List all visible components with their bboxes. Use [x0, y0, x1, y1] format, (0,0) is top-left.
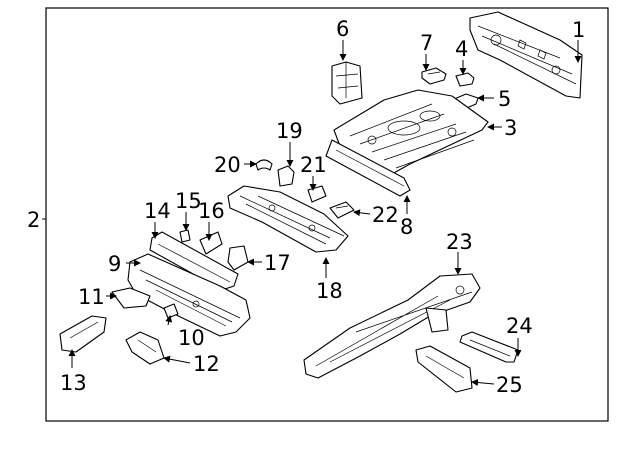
callout-13: 13	[60, 371, 87, 395]
part-12-bracket	[125, 331, 165, 365]
callout-15: 15	[175, 189, 202, 213]
callout-1: 1	[572, 18, 585, 42]
callout-4: 4	[455, 37, 468, 61]
part-13-extension	[59, 315, 107, 353]
part-20-clip	[255, 159, 273, 171]
part-18-center-floor	[227, 185, 349, 253]
callout-5: 5	[498, 87, 511, 111]
callout-14: 14	[144, 199, 171, 223]
diagram-frame	[45, 7, 609, 422]
callout-21: 21	[300, 153, 327, 177]
part-7-bracket	[421, 67, 447, 85]
part-4-bracket	[455, 72, 475, 87]
callout-20: 20	[214, 153, 241, 177]
callout-23: 23	[446, 230, 473, 254]
callout-12: 12	[193, 352, 220, 376]
callout-18: 18	[316, 279, 343, 303]
part-25-reinforcement	[415, 345, 473, 393]
part-17-bracket	[227, 245, 249, 271]
part-21-bracket	[307, 185, 327, 203]
callout-24: 24	[506, 314, 533, 338]
part-10-bracket	[163, 303, 179, 319]
callout-9: 9	[108, 252, 121, 276]
part-15-bracket	[179, 229, 191, 243]
part-19-bracket	[277, 165, 295, 187]
callout-10: 10	[178, 326, 205, 350]
callout-7: 7	[420, 31, 433, 55]
callout-labels: 1 2 3 4 5 6 7 8 9 10 11 12 13 14 15 16 1…	[27, 17, 585, 397]
part-1-rear-panel	[469, 11, 583, 99]
callout-17: 17	[264, 251, 291, 275]
leader-lines	[42, 40, 582, 387]
callout-8: 8	[400, 215, 413, 239]
callout-2: 2	[27, 208, 40, 232]
part-6-bracket	[331, 61, 363, 105]
callout-11: 11	[78, 285, 105, 309]
callout-3: 3	[504, 116, 517, 140]
part-22-bracket	[329, 201, 355, 219]
callout-19: 19	[276, 119, 303, 143]
part-14-side-rail	[149, 231, 239, 291]
callout-16: 16	[198, 199, 225, 223]
callout-6: 6	[336, 17, 349, 41]
callout-22: 22	[372, 203, 399, 227]
part-16-bracket	[199, 231, 223, 255]
part-24-reinforcement	[459, 331, 519, 363]
callout-25: 25	[496, 373, 523, 397]
part-11-bracket	[111, 287, 151, 309]
part-23-frame-rail	[303, 273, 481, 379]
part-8-crossmember	[325, 139, 411, 197]
